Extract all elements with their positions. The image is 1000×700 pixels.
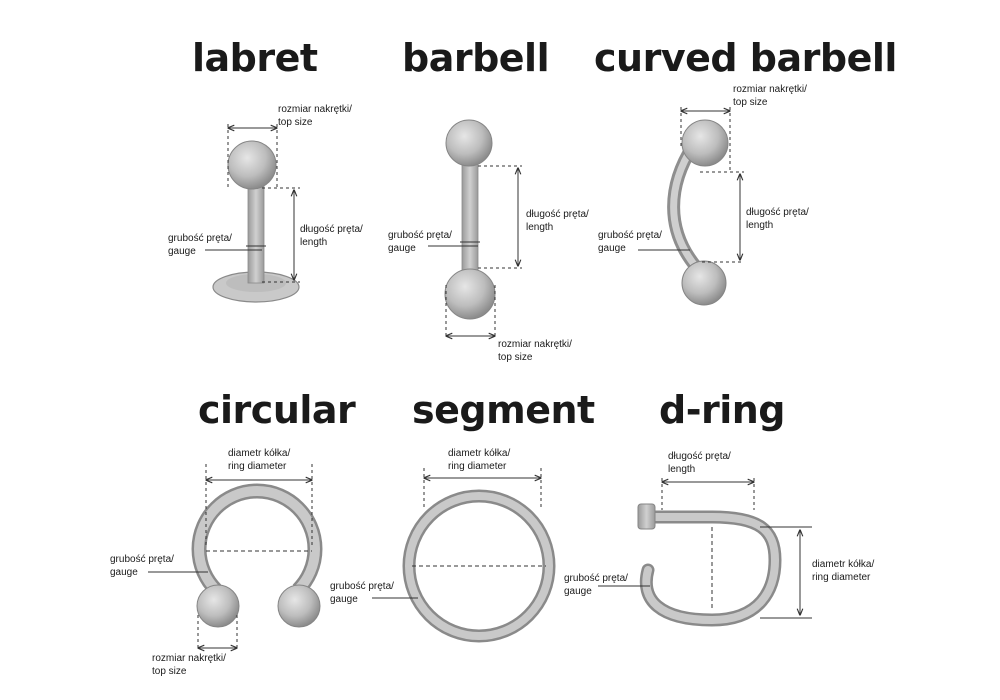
curved-barbell-gauge-label: grubość pręta/gauge — [598, 230, 662, 254]
curved-barbell-dimensions — [638, 107, 744, 263]
barbell-length-label: długość pręta/length — [526, 209, 589, 233]
title-circular: circular — [198, 388, 356, 432]
circular-top-size-label: rozmiar nakrętki/top size — [152, 653, 226, 677]
barbell-illustration — [444, 119, 496, 320]
curved-barbell-top-size-label: rozmiar nakrętki/top size — [733, 84, 807, 108]
title-labret: labret — [192, 36, 318, 80]
circular-ring-diameter-label: diametr kółka/ring diameter — [228, 448, 291, 472]
circular-gauge-label: grubość pręta/gauge — [110, 554, 174, 578]
d-ring-ring-diameter-label: diametr kółka/ring diameter — [812, 559, 875, 583]
segment-gauge-label: grubość pręta/gauge — [330, 581, 394, 605]
d-ring-gauge-label: grubość pręta/gauge — [564, 573, 628, 597]
curved-barbell-length-label: długość pręta/length — [746, 207, 809, 231]
labret-top-size-label: rozmiar nakrętki/top size — [278, 104, 352, 128]
circular-dimensions — [148, 464, 312, 648]
d-ring-illustration — [637, 503, 782, 627]
segment-dimensions — [372, 468, 546, 599]
labret-illustration — [212, 140, 300, 303]
title-curved-barbell: curved barbell — [594, 36, 897, 80]
curved-barbell-illustration — [667, 119, 729, 306]
barbell-gauge-label: grubość pręta/gauge — [388, 230, 452, 254]
segment-ring-diameter-label: diametr kółka/ring diameter — [448, 448, 511, 472]
barbell-top-size-label: rozmiar nakrętki/top size — [498, 339, 572, 363]
segment-illustration — [402, 489, 556, 643]
d-ring-dimensions — [598, 478, 812, 619]
labret-length-label: długość pręta/length — [300, 224, 363, 248]
barbell-dimensions — [428, 165, 522, 336]
title-barbell: barbell — [402, 36, 550, 80]
title-d-ring: d-ring — [659, 388, 786, 432]
d-ring-length-label: długość pręta/length — [668, 451, 731, 475]
labret-dimensions — [205, 124, 300, 283]
labret-gauge-label: grubość pręta/gauge — [168, 233, 232, 257]
title-segment: segment — [412, 388, 595, 432]
circular-illustration — [191, 483, 323, 628]
